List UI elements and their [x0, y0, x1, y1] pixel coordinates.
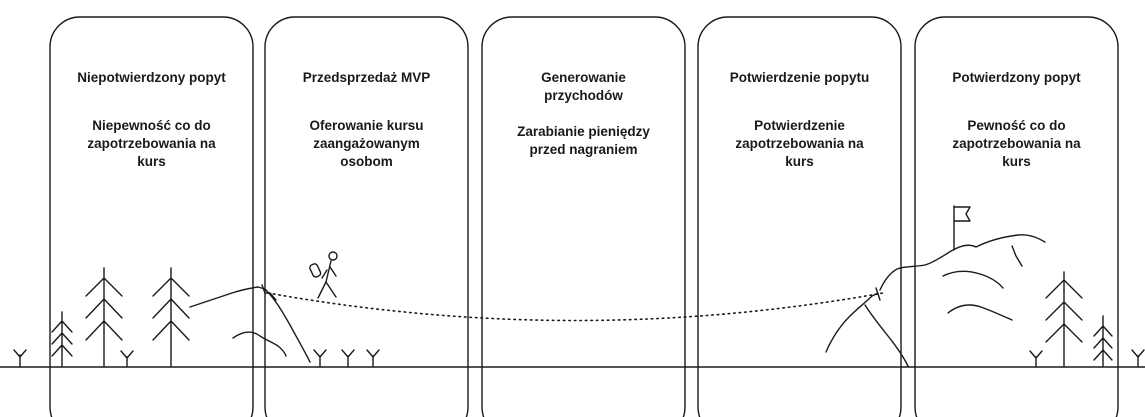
- pine-tree-icon: [1093, 315, 1113, 367]
- grass-tuft-icon: [13, 349, 27, 367]
- stage-description-line: kurs: [1002, 154, 1031, 169]
- mountain-icon: [875, 287, 881, 301]
- grass-tuft-icon: [1029, 350, 1043, 367]
- grass-tuft-icon: [120, 350, 134, 367]
- mountain-icon: [864, 304, 909, 367]
- flag-icon: [953, 205, 971, 251]
- stage-4-description: Potwierdzenie zapotrzebowania na kurs: [735, 118, 864, 169]
- grass-tuft-icon: [341, 349, 355, 367]
- stage-description-line: zapotrzebowania na: [952, 136, 1081, 151]
- grass-tuft-icon: [366, 349, 380, 367]
- stage-description-line: Oferowanie kursu: [309, 118, 423, 133]
- pine-tree-icon: [85, 267, 123, 367]
- hiker-icon: [309, 251, 338, 299]
- stage-title-line: Potwierdzenie popytu: [730, 70, 870, 85]
- stage-3-title: Generowanie przychodów: [541, 70, 626, 103]
- pine-tree-icon: [152, 267, 190, 367]
- pine-tree-icon: [1045, 271, 1083, 367]
- stage-description-line: Zarabianie pieniędzy: [517, 124, 650, 139]
- stage-panel-3: Generowanie przychodów Zarabianie pienięd…: [481, 16, 686, 417]
- stage-title-line: Przedsprzedaż MVP: [303, 70, 431, 85]
- stage-2-title: Przedsprzedaż MVP: [303, 70, 431, 85]
- stage-description-line: Pewność co do: [967, 118, 1065, 133]
- stage-title-line: Generowanie: [541, 70, 626, 85]
- stage-description-line: zaangażowanym: [313, 136, 420, 151]
- stage-title-line: Niepotwierdzony popyt: [77, 70, 226, 85]
- stage-description-line: zapotrzebowania na: [735, 136, 864, 151]
- hill-icon: [232, 331, 287, 357]
- stage-title-line: przychodów: [544, 88, 623, 103]
- stage-5-description: Pewność co do zapotrzebowania na kurs: [952, 118, 1081, 169]
- stage-description-line: kurs: [785, 154, 814, 169]
- mountain-icon: [947, 304, 1013, 321]
- stage-2-description: Oferowanie kursu zaangażowanym osobom: [309, 118, 423, 169]
- mountain-icon: [825, 292, 879, 353]
- mountain-icon: [1011, 245, 1023, 267]
- stage-description-line: przed nagraniem: [529, 142, 637, 157]
- mountain-icon: [879, 234, 1046, 291]
- journey-path: [267, 292, 884, 322]
- stage-description-line: zapotrzebowania na: [87, 136, 216, 151]
- stage-1-title: Niepotwierdzony popyt: [77, 70, 226, 85]
- grass-tuft-icon: [313, 349, 327, 367]
- stage-panel-4: Potwierdzenie popytu Potwierdzenie zapotr…: [697, 16, 902, 417]
- stage-panel-5: Potwierdzony popyt Pewność co do zapotrze…: [914, 16, 1119, 417]
- grass-tuft-icon: [1131, 349, 1145, 367]
- stage-description-line: kurs: [137, 154, 166, 169]
- stage-4-title: Potwierdzenie popytu: [730, 70, 870, 85]
- stage-panel-1: Niepotwierdzony popyt Niepewność co do za…: [49, 16, 254, 417]
- stage-panel-2: Przedsprzedaż MVP Oferowanie kursu zaanga…: [264, 16, 469, 417]
- stage-5-title: Potwierdzony popyt: [952, 70, 1081, 85]
- stage-1-description: Niepewność co do zapotrzebowania na kurs: [87, 118, 216, 169]
- stage-description-line: osobom: [340, 154, 393, 169]
- pine-tree-icon: [51, 311, 73, 367]
- hill-icon: [189, 286, 311, 363]
- stage-3-description: Zarabianie pieniędzy przed nagraniem: [517, 124, 650, 157]
- stage-description-line: Potwierdzenie: [754, 118, 845, 133]
- stage-title-line: Potwierdzony popyt: [952, 70, 1081, 85]
- stage-description-line: Niepewność co do: [92, 118, 211, 133]
- mountain-icon: [942, 270, 1004, 289]
